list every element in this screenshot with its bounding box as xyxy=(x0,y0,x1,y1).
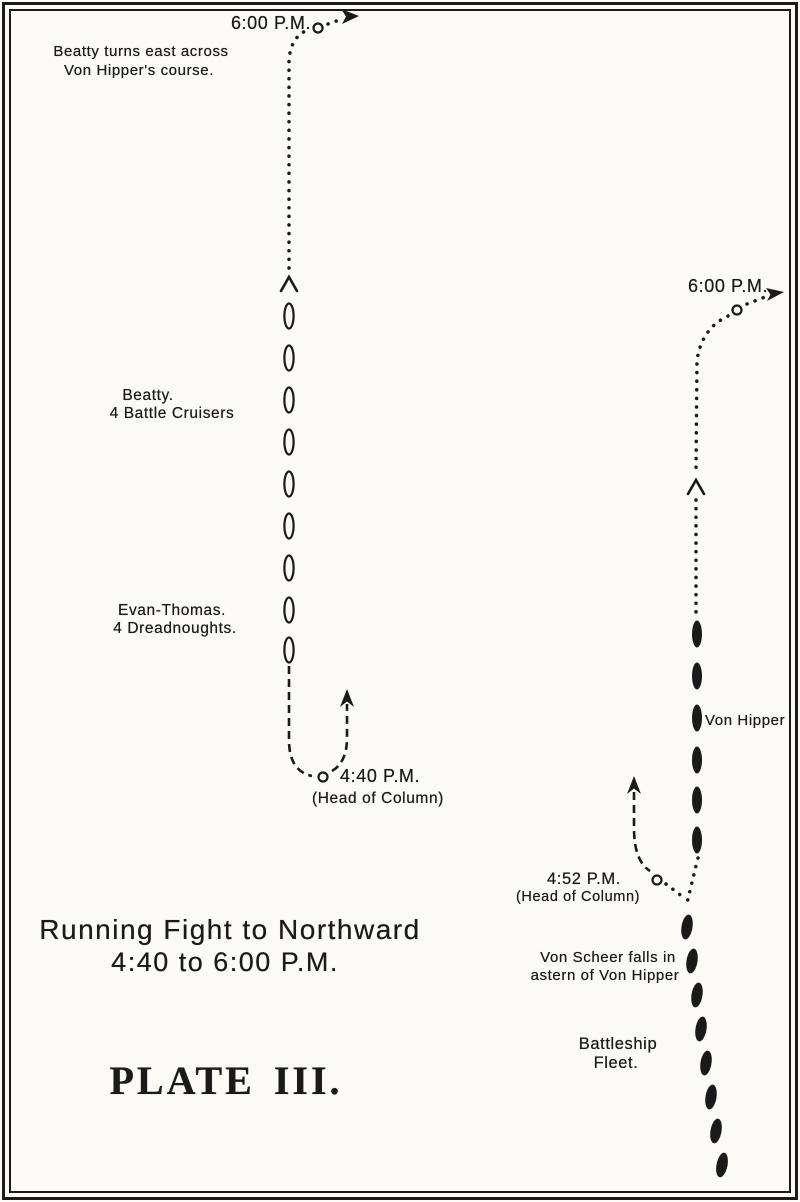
battleship-fleet-ship-symbol xyxy=(686,948,698,974)
hipper-east-turn-dotted xyxy=(745,295,767,306)
hipper-ship-symbol xyxy=(692,746,702,774)
beatty-north-arrow xyxy=(340,689,354,707)
beatty-north-chevron xyxy=(279,274,299,293)
caption-line2: 4:40 to 6:00 P.M. xyxy=(111,947,339,977)
battleship-fleet-ship-symbol xyxy=(705,1084,717,1110)
scheer-turn-curve xyxy=(632,792,651,873)
scheer-head-of-column-label: (Head of Column) xyxy=(516,889,641,905)
scheer-note-line2: astern of Von Hipper xyxy=(530,967,680,984)
evan-thomas-ship-symbol xyxy=(283,470,295,498)
evan-thomas-ship-symbol xyxy=(283,512,295,540)
battleship-fleet-ship-symbol xyxy=(681,914,693,940)
evan-thomas-ship-symbol xyxy=(283,596,295,624)
hipper-east-arrow xyxy=(766,288,784,301)
hipper-north-chevron xyxy=(686,477,706,496)
battleship-fleet-ship-symbol xyxy=(691,982,703,1008)
german-track xyxy=(627,288,784,1178)
beatty-track xyxy=(279,9,359,783)
hipper-6pm-position-circle xyxy=(731,304,743,316)
beatty-east-arrow xyxy=(341,9,359,24)
scheer-452-position-circle xyxy=(651,874,663,886)
beatty-east-turn-dotted xyxy=(326,17,344,26)
hipper-ship-symbol xyxy=(692,826,702,854)
hipper-course-dotted-upper xyxy=(694,314,730,472)
caption-line1: Running Fight to Northward xyxy=(39,914,421,945)
beatty-ship-symbol xyxy=(283,428,295,456)
beatty-440-position-circle xyxy=(317,771,329,783)
scheer-time-label: 4:52 P.M. xyxy=(547,870,621,888)
scheer-note-line1: Von Scheer falls in xyxy=(540,949,676,966)
beatty-time-bottom-label: 4:40 P.M. xyxy=(340,766,421,786)
hipper-ship-symbol xyxy=(692,662,702,690)
evan-thomas-ship-symbol xyxy=(283,554,295,582)
battleship-fleet-ship-symbol xyxy=(700,1050,712,1076)
von-hipper-label: Von Hipper xyxy=(705,712,786,729)
fleet-join-dotted xyxy=(685,856,700,905)
hipper-ship-symbol xyxy=(692,704,702,732)
battleship-fleet-ship-symbol xyxy=(716,1152,728,1178)
beatty-turn-exit-curve xyxy=(331,704,349,773)
hipper-time-top-label: 6:00 P.M. xyxy=(688,276,769,296)
battleship-fleet-label-line2: Fleet. xyxy=(593,1054,639,1072)
beatty-turn-curve xyxy=(287,666,313,778)
hipper-ship-symbol xyxy=(692,620,702,648)
battleship-fleet-ship-symbol xyxy=(695,1016,707,1042)
beatty-ship-symbol xyxy=(283,386,295,414)
evan-thomas-label-line2: 4 Dreadnoughts. xyxy=(113,620,237,637)
beatty-turn-note-line1: Beatty turns east across xyxy=(53,43,229,60)
beatty-squadron-label-line2: 4 Battle Cruisers xyxy=(109,405,235,422)
evan-thomas-ship-symbol xyxy=(283,636,295,664)
beatty-ship-symbol xyxy=(283,344,295,372)
beatty-head-of-column-label: (Head of Column) xyxy=(312,790,444,807)
scheer-join-dotted xyxy=(664,882,685,899)
scheer-north-arrow xyxy=(627,776,641,794)
beatty-6pm-position-circle xyxy=(312,22,324,34)
beatty-time-top-label: 6:00 P.M. xyxy=(230,13,312,33)
battleship-fleet-ship-symbol xyxy=(710,1118,722,1144)
beatty-turn-note-line2: Von Hipper's course. xyxy=(64,62,214,79)
beatty-ship-symbol xyxy=(283,302,295,330)
beatty-squadron-label-line1: Beatty. xyxy=(122,387,174,404)
beatty-course-dotted xyxy=(287,28,310,270)
plate-title: PLATE III. xyxy=(109,1058,343,1103)
hipper-ship-symbol xyxy=(692,786,702,814)
evan-thomas-label-line1: Evan-Thomas. xyxy=(118,602,226,619)
battleship-fleet-label-line1: Battleship xyxy=(578,1035,658,1053)
